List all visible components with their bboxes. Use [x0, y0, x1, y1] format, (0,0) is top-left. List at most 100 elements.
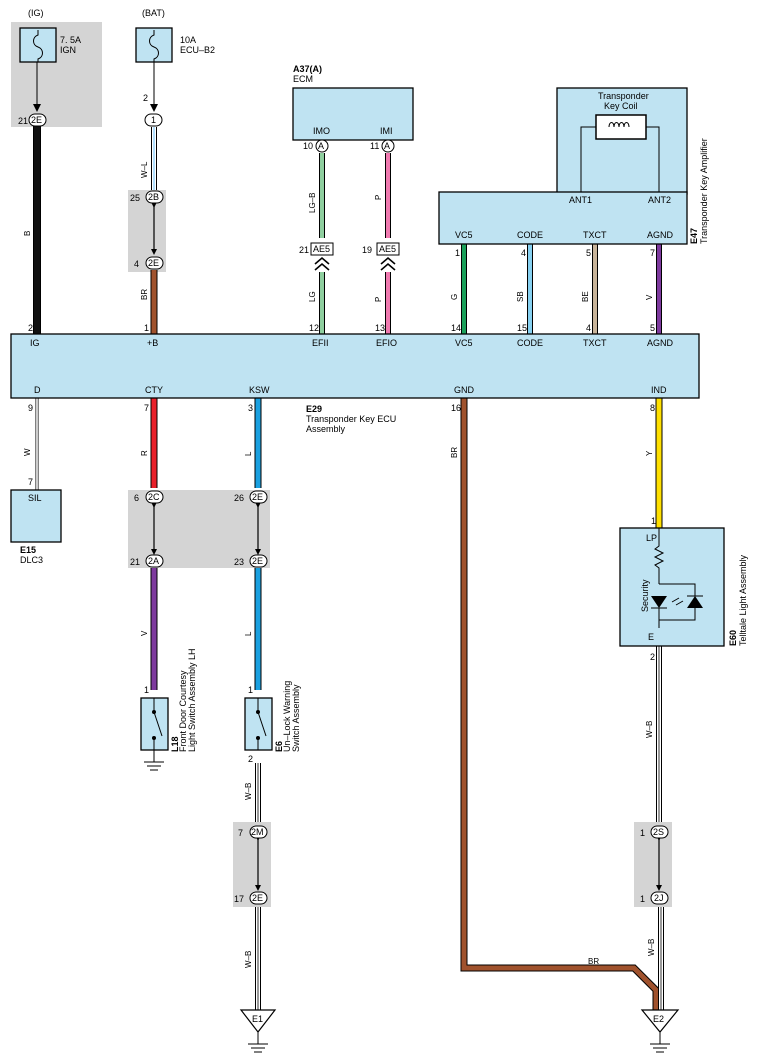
dlc-term: SIL — [28, 493, 42, 503]
courtesy-name-1: Front Door Courtesy — [178, 670, 188, 752]
telltale-lp: LP — [646, 533, 657, 543]
svg-text:14: 14 — [451, 323, 461, 333]
svg-text:1: 1 — [640, 894, 645, 904]
unlock-name-1: Un–Lock Warning — [282, 681, 292, 752]
svg-text:KSW: KSW — [249, 385, 270, 395]
ecm-imo-label: IMO — [313, 126, 330, 136]
svg-text:V: V — [645, 294, 654, 300]
svg-text:17: 17 — [234, 894, 244, 904]
unlock-name-2: Switch Assembly — [291, 684, 301, 752]
switch-icon — [152, 698, 163, 750]
svg-text:W–B: W–B — [244, 951, 253, 968]
amp-pin-vc5: 1 — [455, 248, 460, 258]
svg-text:15: 15 — [517, 323, 527, 333]
svg-text:1: 1 — [151, 115, 156, 125]
connector-7-2m: 7 2M — [238, 825, 268, 839]
courtesy-code: L18 — [170, 736, 180, 752]
connector-19-ae5: 19 AE5 — [362, 242, 400, 271]
svg-text:1: 1 — [640, 828, 645, 838]
svg-text:2B: 2B — [148, 192, 159, 202]
svg-text:16: 16 — [451, 403, 461, 413]
svg-text:10: 10 — [303, 141, 313, 151]
ecu-top-pins: 2 1 12 13 14 15 4 5 — [28, 323, 655, 333]
svg-text:2: 2 — [143, 93, 148, 103]
ecu-bottom-pins: 9 7 3 16 8 — [28, 403, 655, 413]
bat-fuse-name: ECU–B2 — [180, 45, 215, 55]
svg-text:+B: +B — [147, 338, 158, 348]
key-coil-icon — [595, 114, 647, 140]
transponder-key-amplifier-box — [438, 191, 688, 245]
svg-text:4: 4 — [134, 259, 139, 269]
svg-text:TXCT: TXCT — [583, 338, 607, 348]
connector-25-2b: 25 2B — [130, 190, 164, 204]
unlock-pin2: 2 — [248, 754, 253, 764]
connector-1-2j: 1 2J — [640, 891, 669, 905]
unlock-code: E6 — [274, 741, 284, 752]
coil-label-2: Key Coil — [604, 101, 638, 111]
ecu-top-terminals: IG +B EFII EFIO VC5 CODE TXCT AGND — [30, 338, 674, 348]
svg-text:BR: BR — [140, 289, 149, 300]
svg-text:2E: 2E — [252, 893, 263, 903]
connector-23-2e: 23 2E — [234, 554, 268, 568]
svg-text:Y: Y — [645, 450, 654, 456]
svg-text:2E: 2E — [31, 115, 42, 125]
connector-1-2s: 1 2S — [640, 825, 669, 839]
svg-text:E1: E1 — [252, 1014, 263, 1024]
svg-text:EFII: EFII — [312, 338, 329, 348]
courtesy-pin: 1 — [144, 685, 149, 695]
svg-text:L: L — [244, 451, 253, 456]
svg-text:G: G — [450, 294, 459, 300]
svg-text:2M: 2M — [251, 827, 264, 837]
amp-ant1: ANT1 — [569, 195, 592, 205]
svg-text:6: 6 — [134, 493, 139, 503]
amp-pin-agnd: 7 — [650, 248, 655, 258]
amp-txct: TXCT — [583, 230, 607, 240]
svg-text:W–B: W–B — [244, 783, 253, 800]
amp-code: CODE — [517, 230, 543, 240]
telltale-name: Telltale Light Assembly — [738, 554, 748, 646]
svg-text:CODE: CODE — [517, 338, 543, 348]
svg-text:LG: LG — [308, 291, 317, 302]
svg-text:2S: 2S — [653, 827, 664, 837]
connector-6-2c: 6 2C — [134, 490, 164, 504]
svg-text:7: 7 — [238, 828, 243, 838]
amp-pin-txct: 5 — [586, 248, 591, 258]
svg-text:BR: BR — [588, 957, 599, 966]
svg-text:A: A — [318, 141, 324, 151]
connector-21-2e: 21 2E — [18, 113, 47, 127]
svg-text:EFIO: EFIO — [376, 338, 397, 348]
bat-fuse-rating: 10A — [180, 35, 196, 45]
transponder-key-coil-housing — [556, 87, 688, 195]
svg-text:A: A — [384, 141, 390, 151]
svg-text:2E: 2E — [252, 492, 263, 502]
svg-text:21: 21 — [299, 245, 309, 255]
svg-text:W: W — [23, 448, 32, 456]
svg-text:BR: BR — [450, 447, 459, 458]
svg-text:IND: IND — [651, 385, 667, 395]
telltale-pin2: 2 — [650, 652, 655, 662]
dlc3-box — [10, 489, 62, 543]
svg-text:V: V — [140, 630, 149, 636]
coil-label-1: Transponder — [598, 91, 649, 101]
ig-fuse-icon — [33, 30, 43, 62]
telltale-pin1: 1 — [651, 516, 656, 526]
unlock-switch-icon — [256, 698, 267, 750]
ecu-bottom-terminals: D CTY KSW GND IND — [34, 385, 667, 395]
svg-text:23: 23 — [234, 557, 244, 567]
connector-26-2e: 26 2E — [234, 490, 268, 504]
transponder-key-ecu-box — [10, 333, 700, 399]
svg-text:25: 25 — [130, 193, 140, 203]
amp-pin-code: 4 — [521, 248, 526, 258]
connector-2-1: 2 1 — [143, 93, 163, 127]
telltale-light-box — [619, 527, 725, 647]
svg-text:IG: IG — [30, 338, 40, 348]
svg-text:LG–B: LG–B — [308, 193, 317, 213]
resistor-icon — [653, 528, 665, 584]
ig-fuse-rating: 7. 5A — [60, 35, 81, 45]
telltale-code: E60 — [728, 630, 738, 646]
unlock-pin1: 1 — [248, 685, 253, 695]
svg-text:W–B: W–B — [647, 939, 656, 956]
svg-text:L: L — [244, 631, 253, 636]
svg-text:21: 21 — [18, 116, 28, 126]
